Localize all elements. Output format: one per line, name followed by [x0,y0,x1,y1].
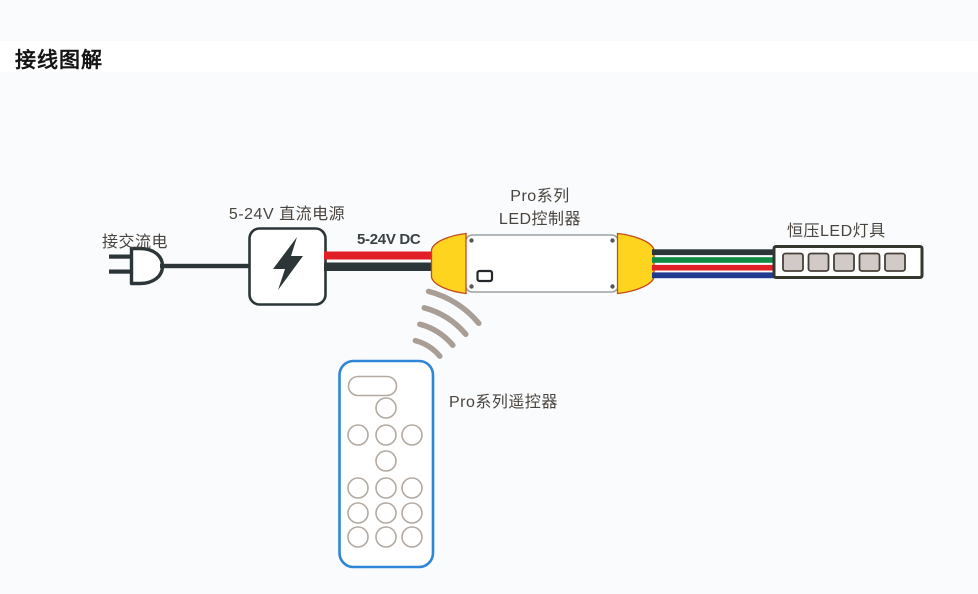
lightning-bolt-icon [273,237,303,290]
power-supply-box [248,227,327,306]
led-chip [807,252,830,272]
page-title: 接线图解 [15,49,103,72]
controller-button [476,269,494,283]
led-chip [782,252,804,272]
screw-mark [610,238,615,243]
signal-waves-icon [412,288,482,359]
controller-left-connector [430,232,467,295]
dc-wire-pair [324,251,434,271]
screw-mark [610,284,615,289]
rgb-wire-ribbon [652,249,776,279]
label-ac-input: 接交流电 [102,234,169,251]
label-power-supply: 5-24V 直流电源 [228,206,346,223]
label-controller-line1: Pro系列 [510,188,570,205]
remote-round-buttons [347,397,423,548]
ac-plug-icon [109,246,165,286]
label-controller-line2: LED控制器 [498,211,582,228]
led-strip [772,245,924,279]
background-band-top [0,0,978,41]
led-chip [884,252,906,272]
remote-control [338,359,435,569]
controller-body [464,234,620,293]
label-led-strip: 恒压LED灯具 [787,223,886,240]
controller-right-connector [616,232,655,295]
led-chip [858,252,881,272]
screw-mark [469,284,474,289]
remote-pill-button [347,375,398,397]
background-band-main [0,72,978,594]
screw-mark [469,238,474,243]
led-chip [833,252,855,272]
label-remote: Pro系列遥控器 [449,394,558,411]
led-controller [430,232,655,295]
ac-wire [160,263,250,269]
label-dc-wire: 5-24V DC [357,231,421,248]
label-led-controller: Pro系列 LED控制器 [477,185,603,231]
